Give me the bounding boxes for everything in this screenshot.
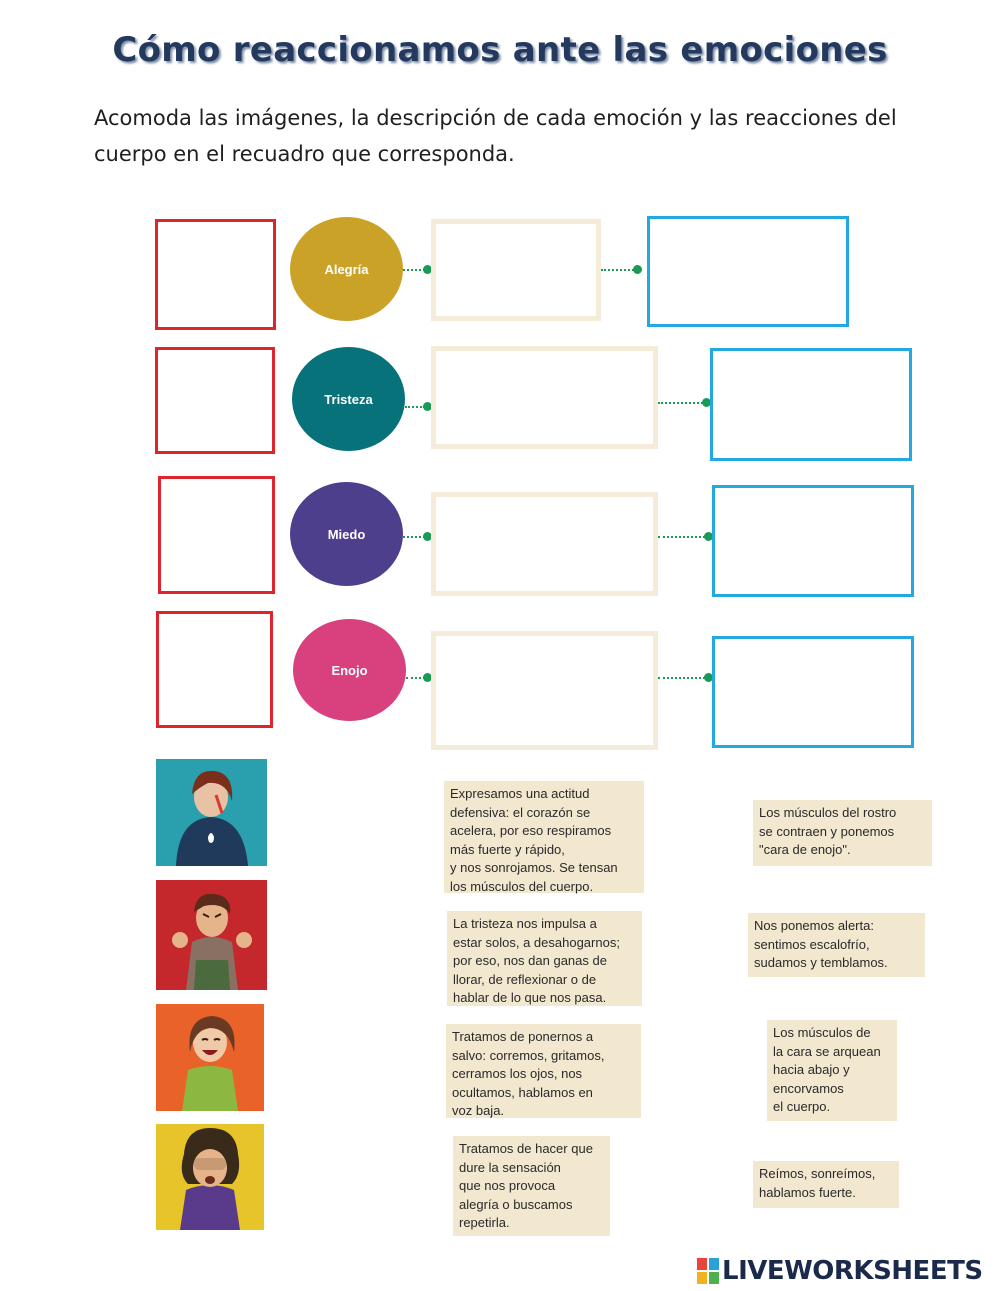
connector-line: [658, 402, 703, 404]
description-card[interactable]: Expresamos una actitud defensiva: el cor…: [444, 781, 644, 894]
emotion-label: Miedo: [327, 526, 366, 542]
emotion-circle-alegria: Alegría: [290, 217, 403, 321]
instructions: Acomoda las imágenes, la descripción de …: [94, 106, 897, 166]
reaction-card[interactable]: Los músculos del rostro se contraen y po…: [753, 800, 932, 866]
image-drop-box-alegria[interactable]: [155, 219, 276, 330]
connector-dot: [423, 402, 432, 411]
connector-dot: [702, 398, 711, 407]
connector-line: [405, 406, 425, 408]
connector-line: [406, 677, 425, 679]
connector-line: [601, 269, 634, 271]
description-drop-box-tristeza[interactable]: [431, 346, 658, 449]
connector-dot: [423, 673, 432, 682]
connector-line: [658, 536, 705, 538]
description-drop-box-enojo[interactable]: [431, 631, 658, 750]
connector-dot: [704, 673, 713, 682]
connector-dot: [423, 265, 432, 274]
image-drop-box-tristeza[interactable]: [155, 347, 275, 454]
description-card[interactable]: La tristeza nos impulsa a estar solos, a…: [447, 911, 642, 1006]
connector-dot: [704, 532, 713, 541]
description-drop-box-alegria[interactable]: [431, 219, 601, 321]
image-drop-box-miedo[interactable]: [158, 476, 275, 594]
connector-dot: [423, 532, 432, 541]
emotion-label: Enojo: [331, 662, 368, 678]
description-drop-box-miedo[interactable]: [431, 492, 658, 596]
connector-line: [403, 536, 425, 538]
reaction-drop-box-alegria[interactable]: [647, 216, 849, 327]
brand-logo: LIVEWORKSHEETS: [697, 1253, 997, 1289]
scared-child-illustration[interactable]: [156, 1124, 264, 1230]
brand-name: LIVEWORKSHEETS: [722, 1256, 983, 1286]
emotion-circle-miedo: Miedo: [290, 482, 403, 586]
reaction-card[interactable]: Nos ponemos alerta: sentimos escalofrío,…: [748, 913, 925, 977]
connector-line: [658, 677, 705, 679]
emotion-circle-tristeza: Tristeza: [292, 347, 405, 451]
liveworksheets-logo-icon: [697, 1258, 719, 1284]
description-card[interactable]: Tratamos de ponernos a salvo: corremos, …: [446, 1024, 641, 1118]
reaction-card[interactable]: Reímos, sonreímos, hablamos fuerte.: [753, 1161, 899, 1208]
description-card[interactable]: Tratamos de hacer que dure la sensación …: [453, 1136, 610, 1236]
happy-child-illustration[interactable]: [156, 1004, 264, 1111]
sad-child-illustration[interactable]: [156, 759, 267, 866]
reaction-drop-box-tristeza[interactable]: [710, 348, 912, 461]
image-drop-box-enojo[interactable]: [156, 611, 273, 728]
page-title: Cómo reaccionamos ante las emociones: [112, 30, 888, 70]
connector-line: [403, 269, 425, 271]
reaction-drop-box-miedo[interactable]: [712, 485, 914, 597]
reaction-drop-box-enojo[interactable]: [712, 636, 914, 748]
connector-dot: [633, 265, 642, 274]
angry-child-illustration[interactable]: [156, 880, 267, 990]
emotion-label: Tristeza: [324, 391, 373, 407]
emotion-label: Alegría: [324, 261, 369, 277]
emotion-circle-enojo: Enojo: [293, 619, 406, 721]
reaction-card[interactable]: Los músculos de la cara se arquean hacia…: [767, 1020, 897, 1121]
